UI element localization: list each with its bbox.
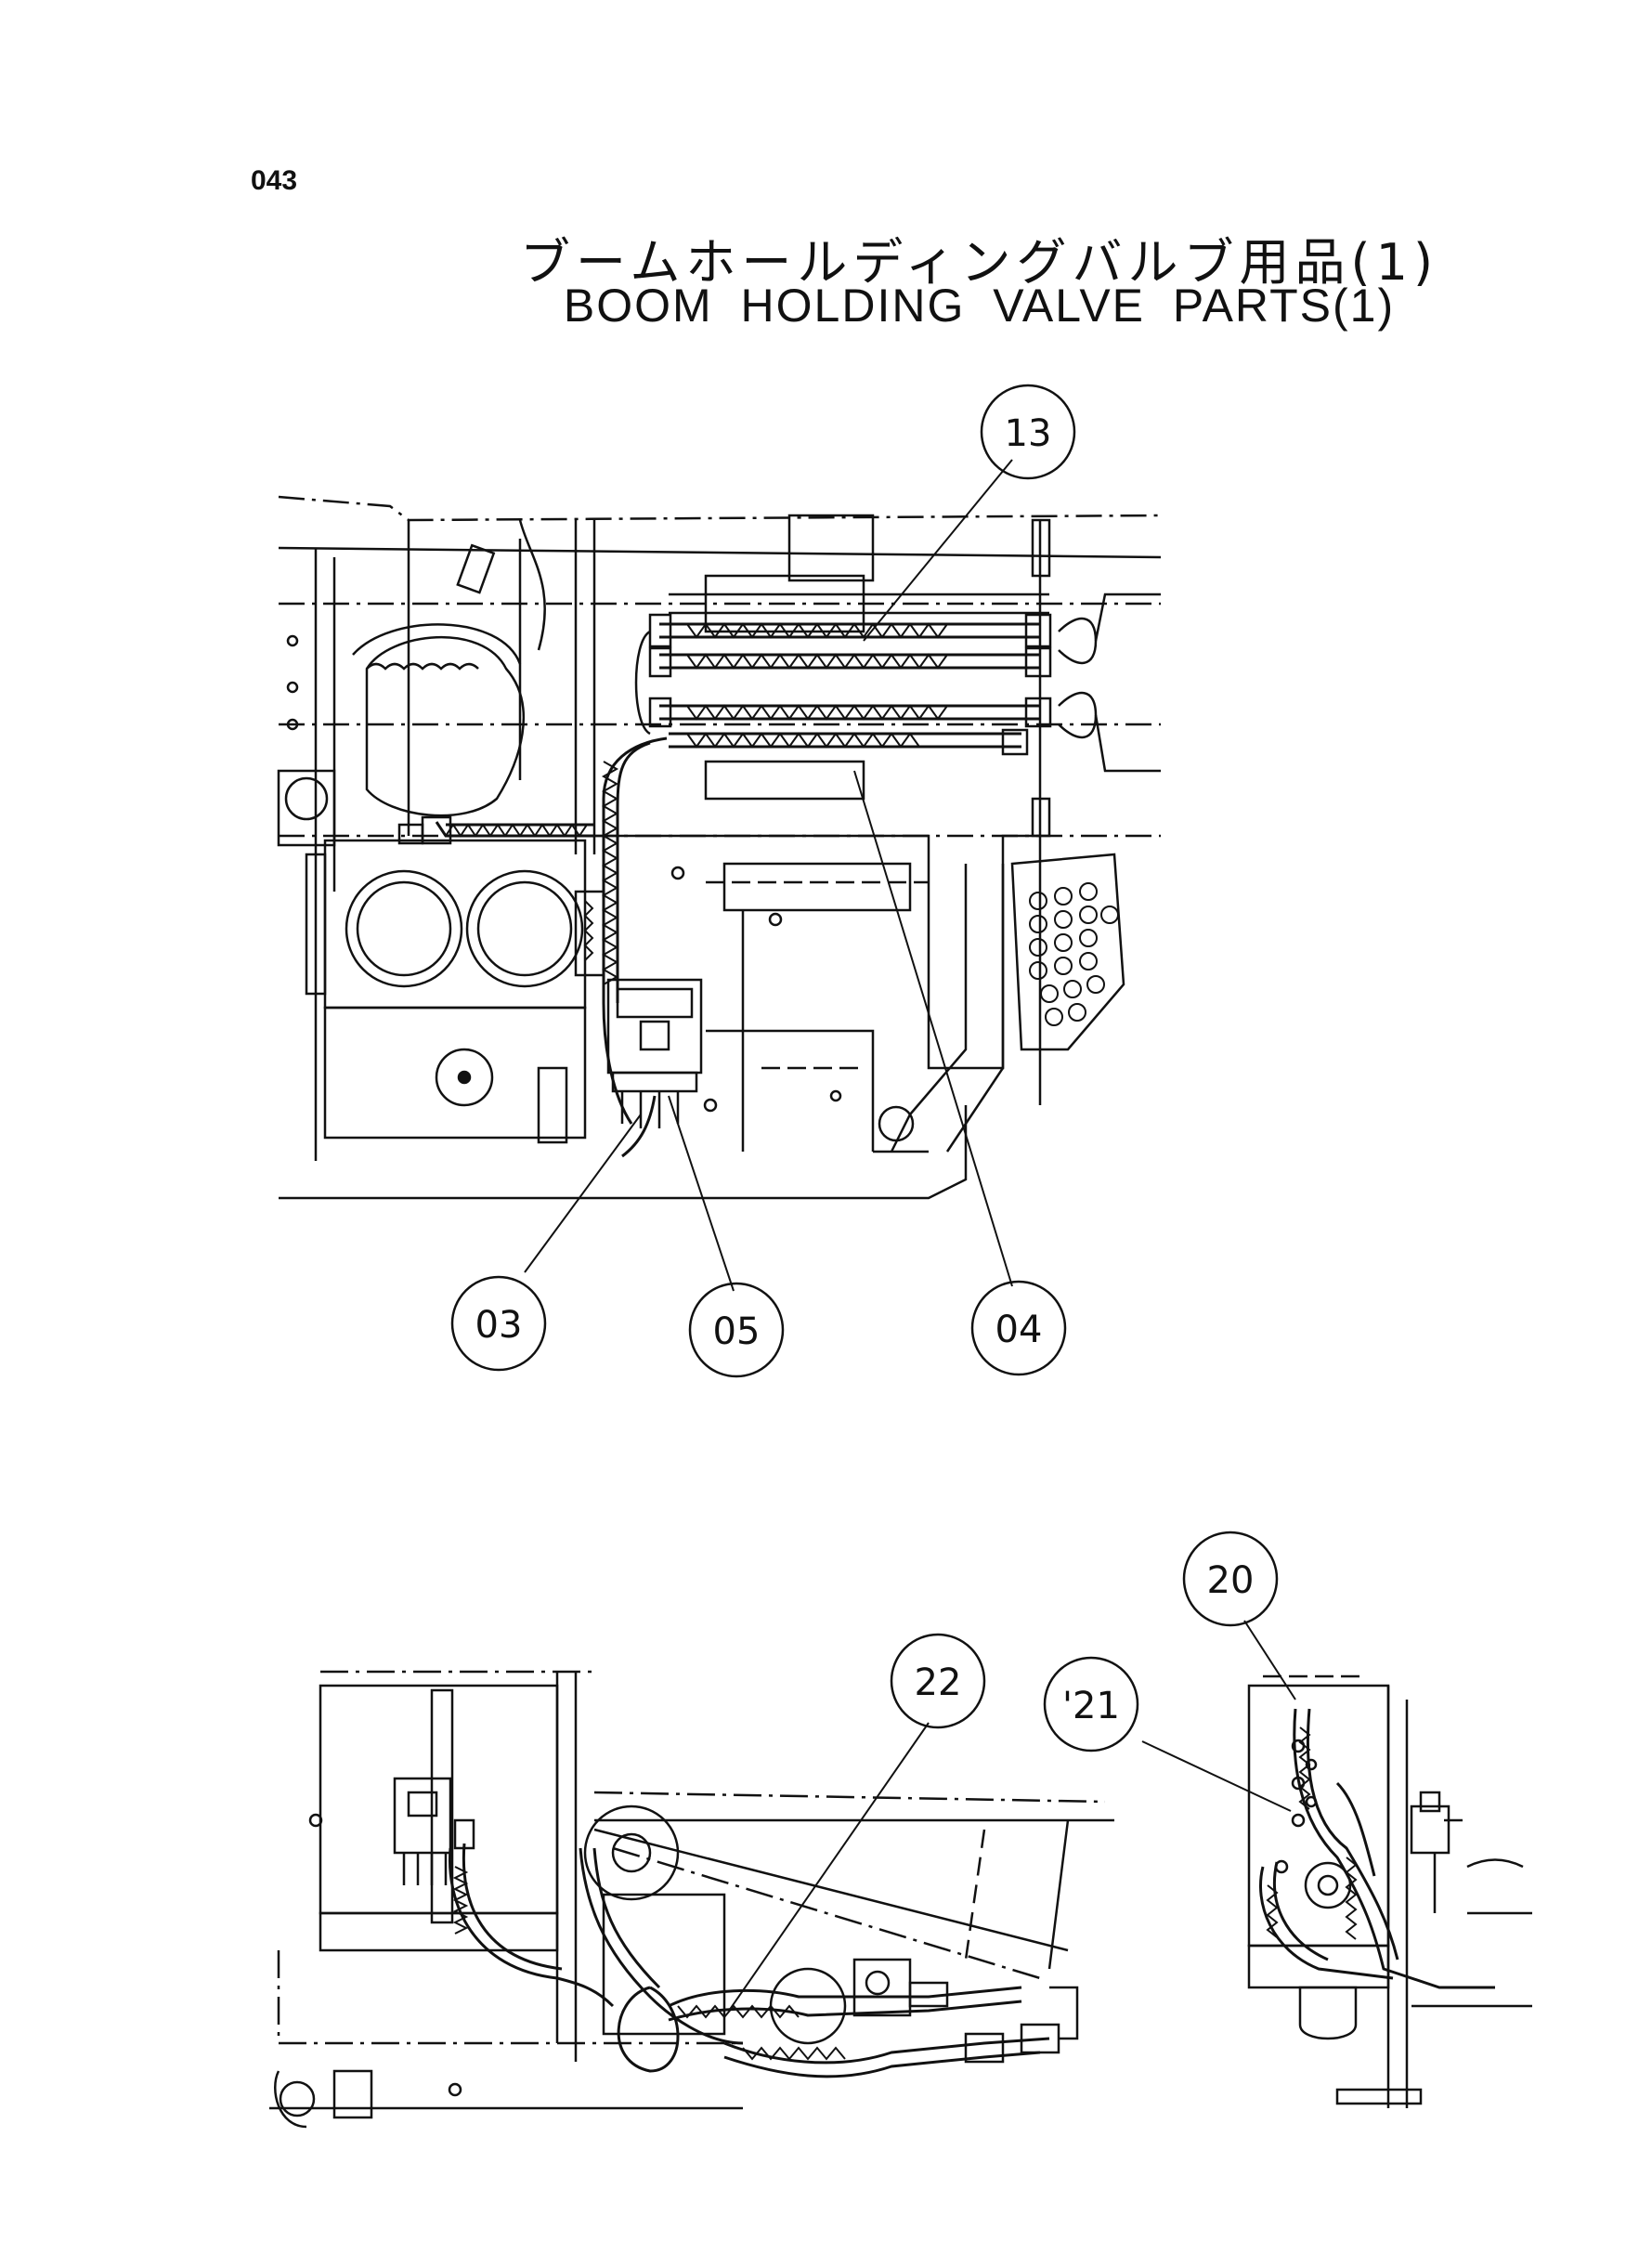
callouts: 13 03 05 04 20 '21 22 xyxy=(450,384,1279,1752)
leader-lines-upper xyxy=(524,459,1013,1292)
callout-04-label: 04 xyxy=(995,1309,1043,1351)
page-number: 043 xyxy=(251,165,298,196)
callout-03-label: 03 xyxy=(475,1304,523,1347)
callout-22[interactable]: 22 xyxy=(890,1633,986,1729)
callout-03[interactable]: 03 xyxy=(450,1275,547,1372)
callout-22-label: 22 xyxy=(915,1661,962,1704)
leader-lines-lower xyxy=(728,1620,1296,2012)
callout-05-label: 05 xyxy=(713,1310,761,1353)
callout-04[interactable]: 04 xyxy=(970,1280,1067,1376)
callout-20-label: 20 xyxy=(1207,1559,1255,1602)
lower-left-view xyxy=(269,1670,1114,2129)
callout-05[interactable]: 05 xyxy=(688,1282,785,1378)
callout-20[interactable]: 20 xyxy=(1182,1531,1279,1627)
callout-21[interactable]: '21 xyxy=(1043,1656,1139,1752)
title-english: BOOM HOLDING VALVE PARTS(1) xyxy=(563,280,1396,332)
callout-13-label: 13 xyxy=(1005,412,1052,455)
callout-21-label: '21 xyxy=(1062,1685,1120,1727)
title-japanese: ブームホールディングバルブ用品(1) xyxy=(519,233,1439,292)
upper-view xyxy=(277,495,1162,1200)
callout-13[interactable]: 13 xyxy=(980,384,1076,480)
lower-right-view xyxy=(1247,1674,1532,2108)
